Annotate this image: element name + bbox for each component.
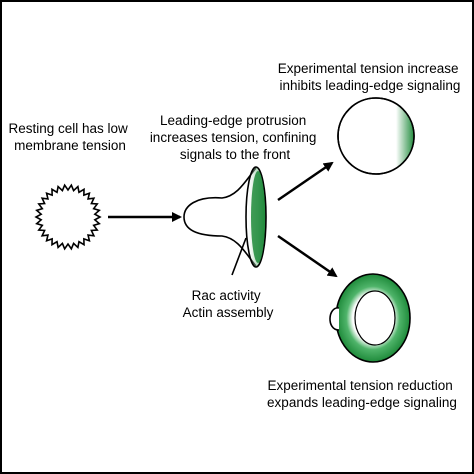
tension-reduction-label-line-1: Experimental tension reduction [267, 378, 452, 393]
resting-label: Resting cell has low membrane tension [8, 121, 131, 153]
protrusion-label-line-2: increases tension, confining [150, 130, 317, 145]
protrusion-body [183, 167, 257, 267]
protrusion-label-line-3: signals to the front [180, 147, 291, 162]
rac-pointer-line [231, 237, 247, 276]
rac-label: Rac activity Actin assembly [183, 288, 274, 320]
rac-label-line-2: Actin assembly [183, 305, 274, 320]
arrow-to-tension-reduction [277, 234, 338, 278]
tension-increase-label-line-1: Experimental tension increase [278, 61, 459, 76]
rac-label-line-1: Rac activity [192, 288, 261, 303]
protrusion-label-line-1: Leading-edge protrusion [160, 113, 306, 128]
tension-increase-cell [337, 97, 415, 175]
tension-reduction-cell [329, 273, 411, 363]
leading-edge-core [251, 171, 265, 263]
ring-interior [354, 290, 396, 346]
resting-label-line-2: membrane tension [14, 138, 126, 153]
resting-label-line-1: Resting cell has low [8, 121, 128, 136]
tension-reduction-label-line-2: expands leading-edge signaling [267, 395, 457, 410]
arrow-to-tension-increase [277, 161, 334, 202]
tension-reduction-label: Experimental tension reduction expands l… [267, 378, 457, 410]
tension-increase-label: Experimental tension increase inhibits l… [278, 61, 463, 93]
protruding-cell [183, 166, 267, 268]
protrusion-label: Leading-edge protrusion increases tensio… [150, 113, 320, 162]
small-front-signal [396, 104, 414, 168]
tension-increase-label-line-2: inhibits leading-edge signaling [280, 78, 461, 93]
small-bleb [329, 307, 340, 331]
resting-cell [34, 183, 102, 251]
